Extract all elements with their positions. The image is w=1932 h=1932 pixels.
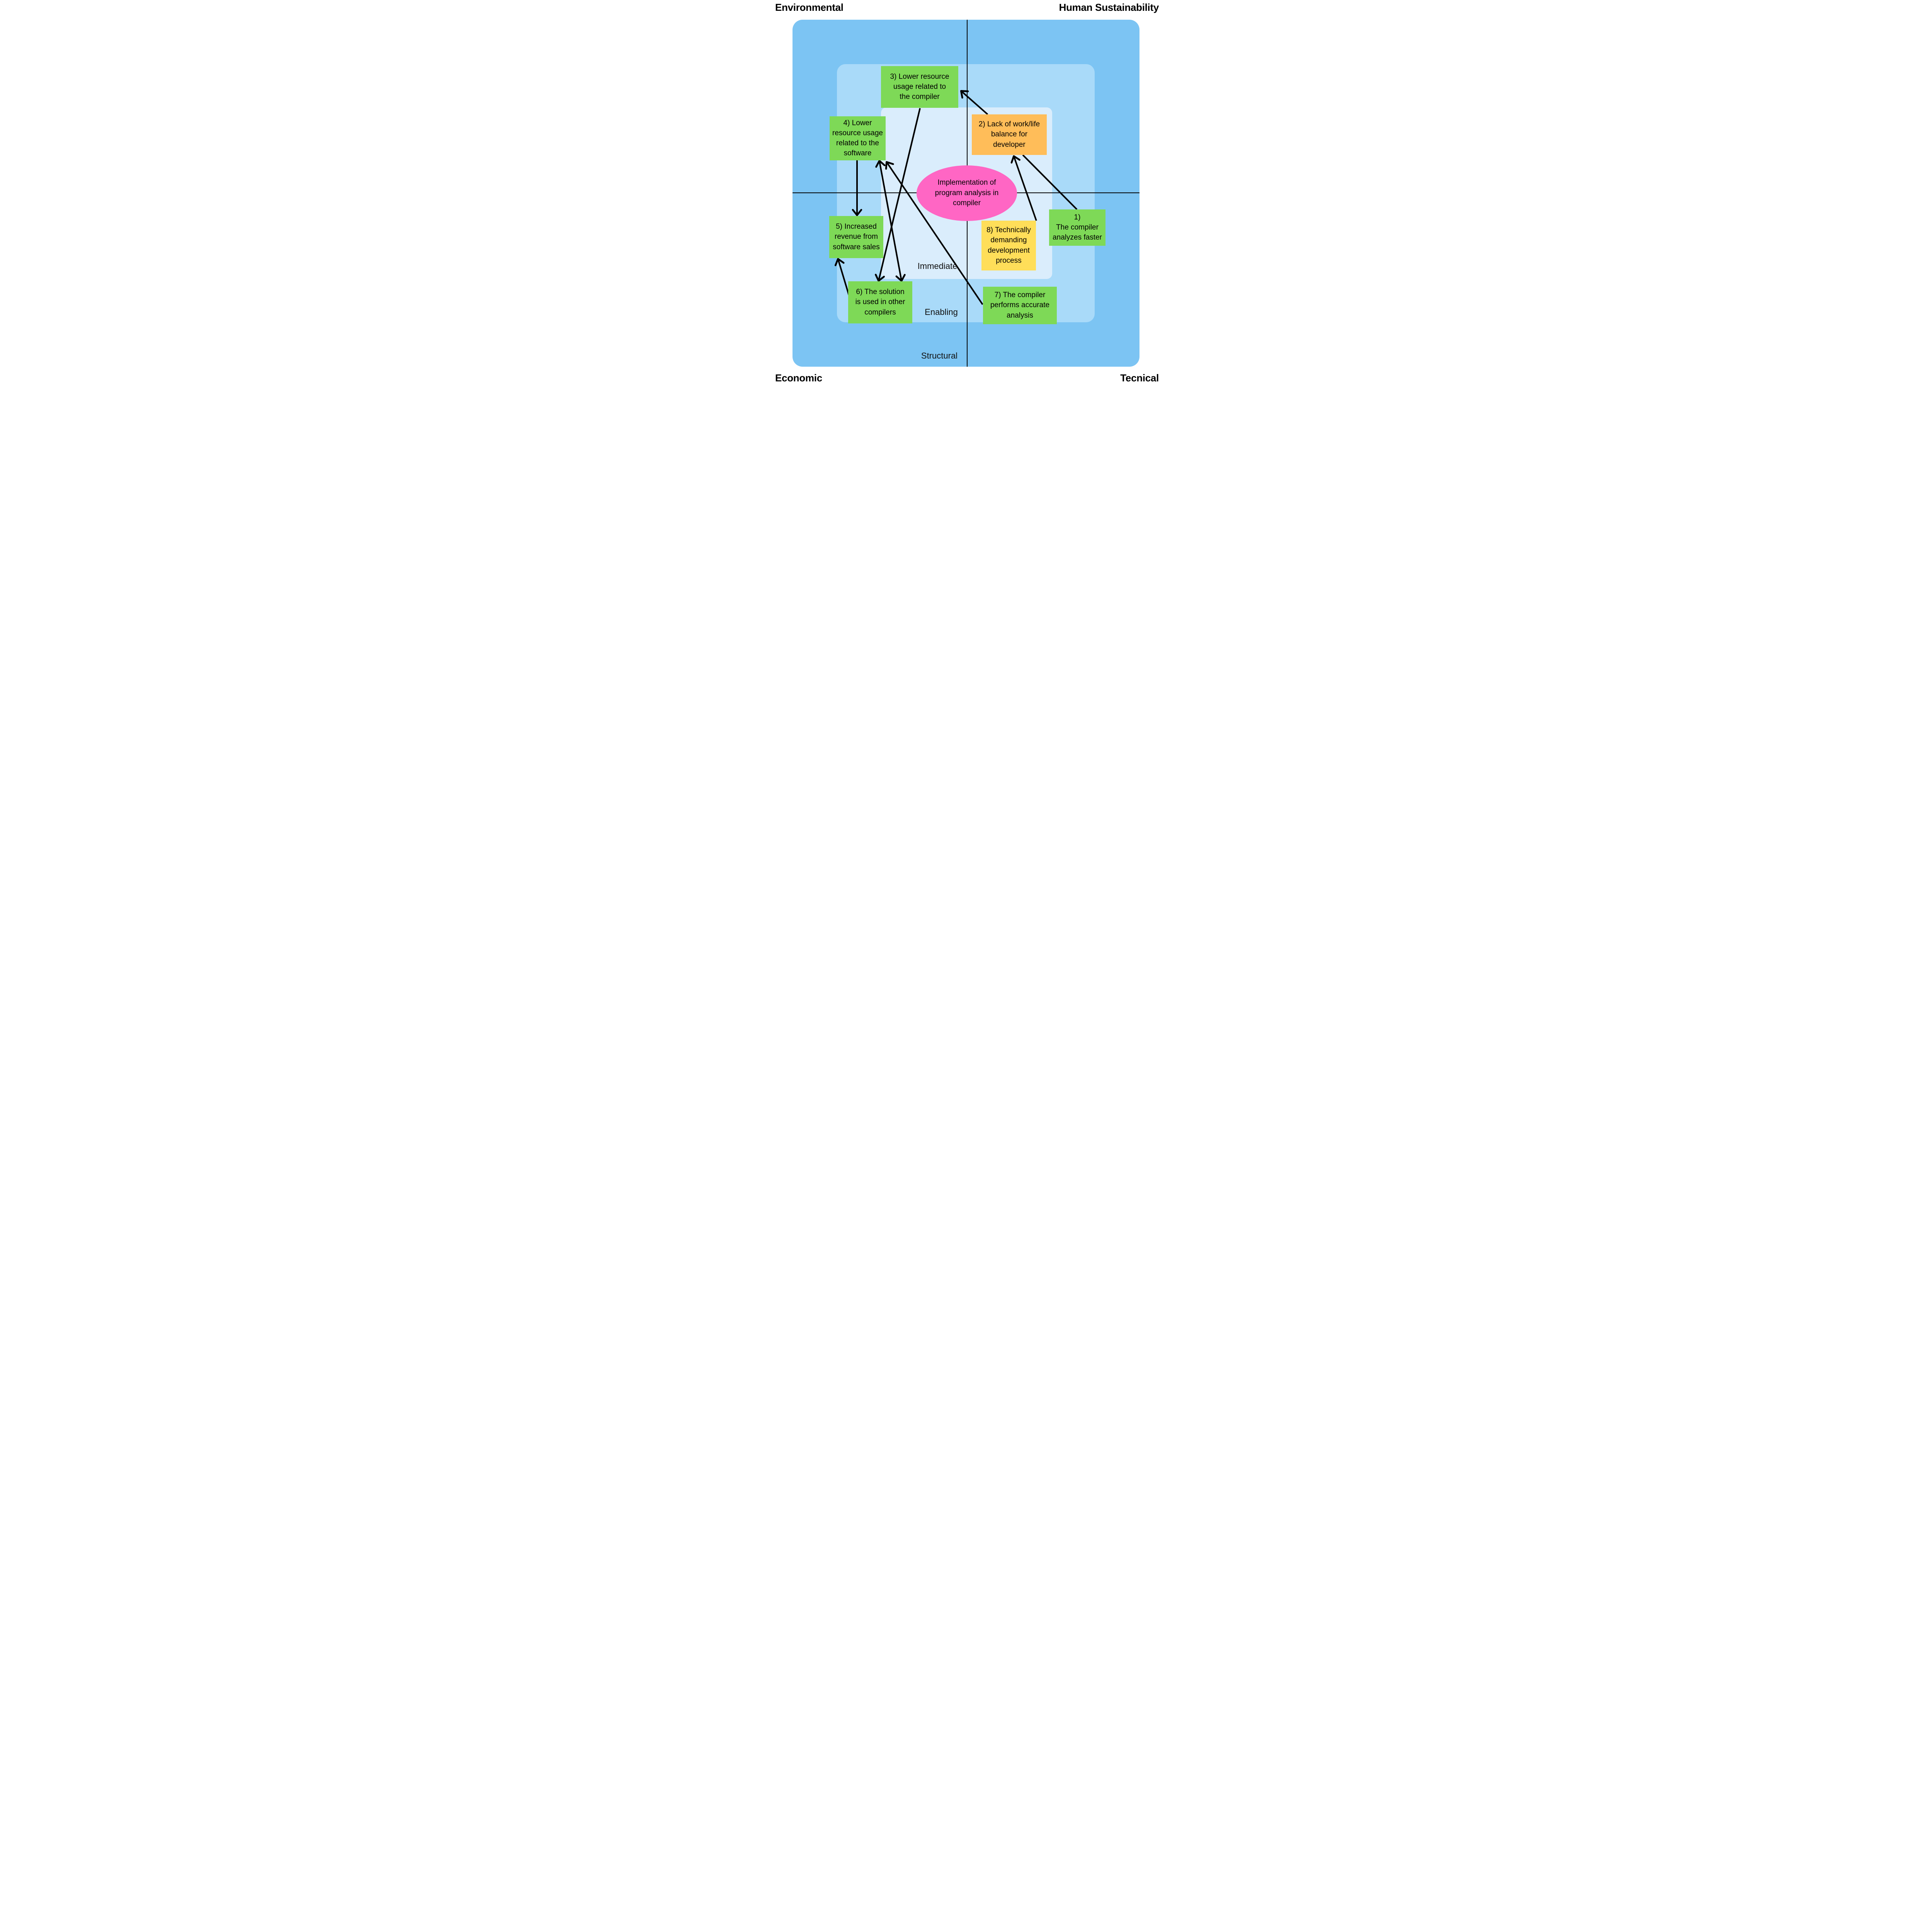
note-5-increased-revenue: 5) Increased revenue from software sales: [829, 216, 883, 258]
note-3-lower-resource-usage-compiler: 3) Lower resource usage related to the c…: [881, 66, 958, 108]
note-7-compiler-accurate-analysis: 7) The compiler performs accurate analys…: [983, 287, 1057, 324]
note-2-lack-of-work-life-balance: 2) Lack of work/life balance for develop…: [972, 114, 1047, 155]
ring-label-structural: Structural: [921, 351, 958, 361]
center-topic-ellipse: Implementation of program analysis in co…: [917, 165, 1017, 221]
note-4-lower-resource-usage-software: 4) Lower resource usage related to the s…: [830, 116, 886, 160]
note-1-compiler-analyzes-faster: 1) The compiler analyzes faster: [1049, 209, 1105, 246]
corner-label-human-sustainability: Human Sustainability: [1059, 2, 1159, 13]
ring-label-immediate: Immediate: [917, 261, 957, 271]
ring-label-enabling: Enabling: [925, 307, 958, 317]
note-6-solution-used-other-compilers: 6) The solution is used in other compile…: [848, 281, 912, 323]
corner-label-economic: Economic: [775, 372, 822, 384]
sustainability-quadrant-diagram: Immediate Enabling Structural Environmen…: [773, 0, 1159, 386]
note-8-technically-demanding-process: 8) Technically demanding development pro…: [981, 221, 1036, 270]
corner-label-environmental: Environmental: [775, 2, 844, 13]
corner-label-tecnical: Tecnical: [1120, 372, 1159, 384]
